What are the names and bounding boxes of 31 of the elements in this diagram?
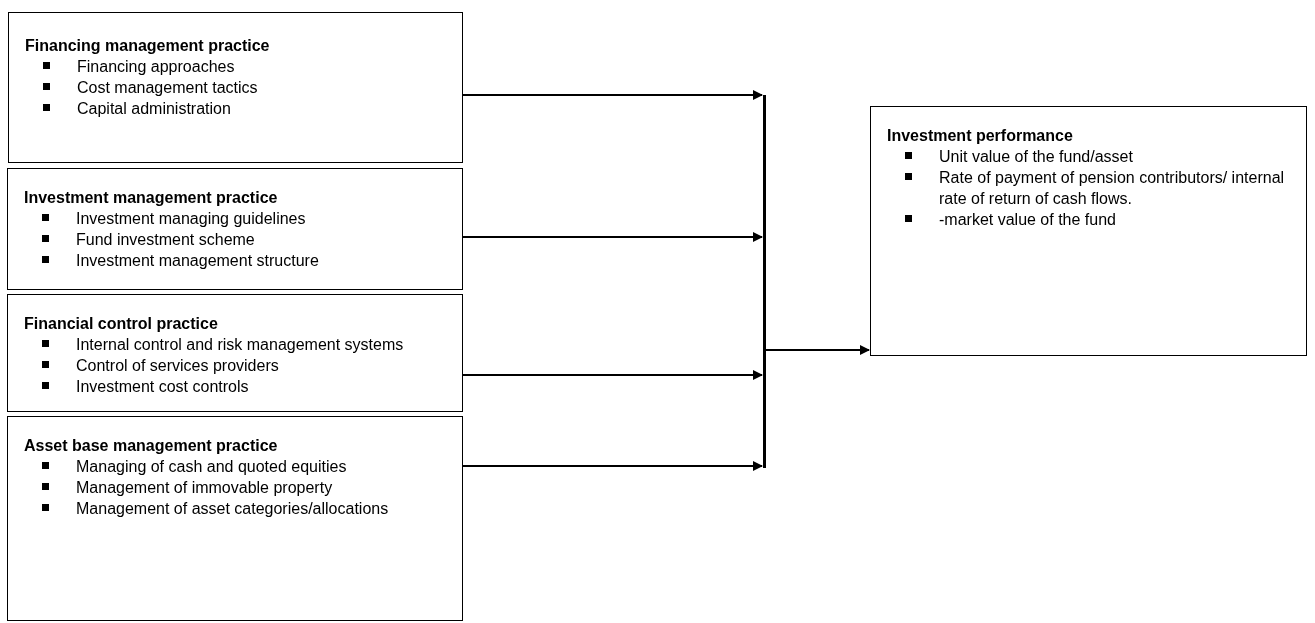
- practice-box: [7, 168, 463, 290]
- bullet-item: Control of services providers: [24, 355, 452, 376]
- bullet-item: Fund investment scheme: [24, 229, 452, 250]
- practice-box: [870, 106, 1307, 356]
- bullet-item: Investment managing guidelines: [24, 208, 452, 229]
- bullet-item: Internal control and risk management systems: [24, 334, 452, 355]
- bullet-item: Investment management structure: [24, 250, 452, 271]
- arrow: [462, 370, 763, 380]
- bullet-item: Cost management tactics: [25, 77, 452, 98]
- bullet-item: Investment cost controls: [24, 376, 452, 397]
- box-heading: Investment performance: [887, 126, 1074, 146]
- arrow: [462, 90, 763, 100]
- practice-box: [7, 416, 463, 621]
- box-heading: Financial control practice: [24, 314, 219, 334]
- bullet-item: -market value of the fund: [887, 209, 1296, 230]
- practice-box: [7, 294, 463, 412]
- arrow: [462, 232, 763, 242]
- bullet-item: Managing of cash and quoted equities: [24, 456, 452, 477]
- bullet-item: Management of immovable property: [24, 477, 452, 498]
- box-heading: Asset base management practice: [24, 436, 279, 456]
- bullet-item: Unit value of the fund/asset: [887, 146, 1296, 167]
- box-heading: Investment management practice: [24, 188, 279, 208]
- bullet-item: Financing approaches: [25, 56, 452, 77]
- arrow: [765, 345, 870, 355]
- arrow: [462, 461, 763, 471]
- bullet-item: Rate of payment of pension contributors/ internal rate of return of cash flows.: [887, 167, 1296, 209]
- practice-box: [8, 12, 463, 163]
- merge-bar: [763, 95, 766, 468]
- bullet-item: Capital administration: [25, 98, 452, 119]
- box-heading: Financing management practice: [25, 36, 271, 56]
- bullet-item: Management of asset categories/allocations: [24, 498, 452, 519]
